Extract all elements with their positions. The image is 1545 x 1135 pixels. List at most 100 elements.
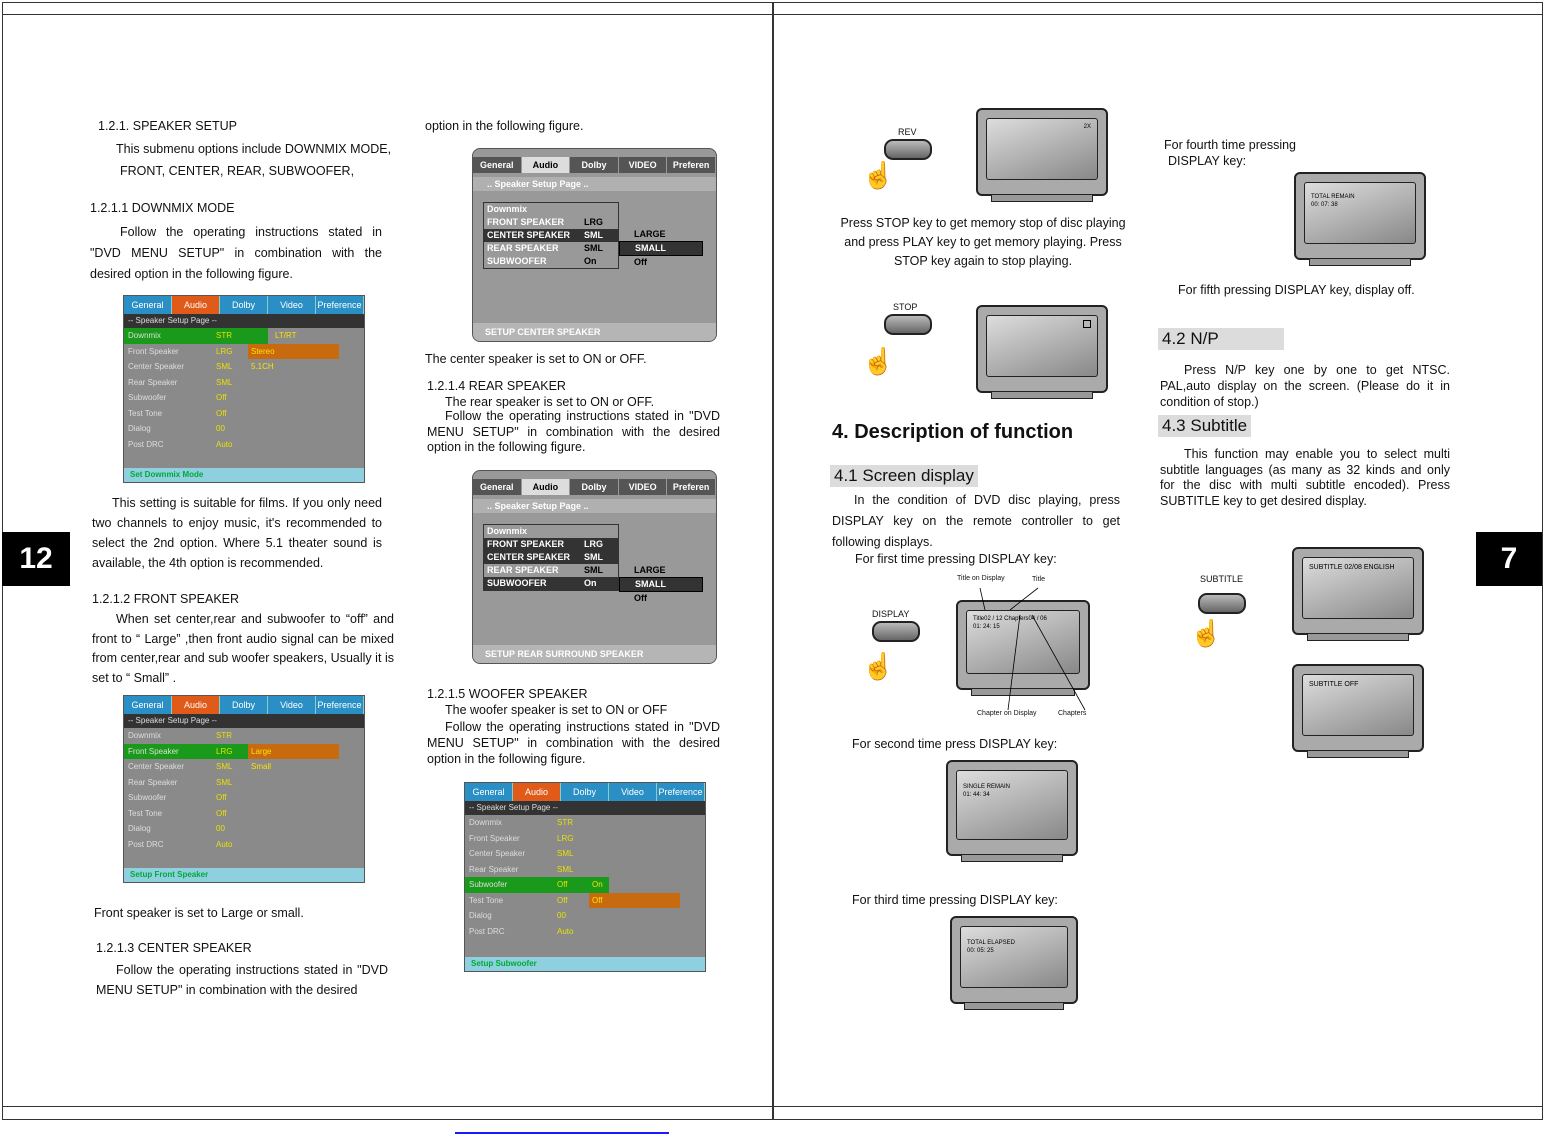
option-off[interactable]: Off xyxy=(634,257,647,267)
option-51ch[interactable]: 5.1CH xyxy=(251,362,274,371)
bottom-link-underline[interactable] xyxy=(455,1132,669,1134)
tab-video[interactable]: Video xyxy=(268,296,316,314)
osd-single-remain-time: 01: 44: 34 xyxy=(963,792,990,798)
display-button[interactable] xyxy=(872,621,920,642)
tab-general[interactable]: General xyxy=(124,296,172,314)
tv-subtitle-off: SUBTITLE OFF xyxy=(1292,664,1424,758)
item-downmix[interactable]: Downmix xyxy=(484,203,618,216)
osd-tabs: General Audio Dolby Video Preference xyxy=(124,696,364,714)
tab-audio[interactable]: Audio xyxy=(521,157,571,173)
row-label: Center Speaker xyxy=(469,849,526,858)
tab-video[interactable]: Video xyxy=(609,783,657,801)
option-on[interactable]: On xyxy=(592,880,603,889)
subtitle-button[interactable] xyxy=(1198,593,1246,614)
tab-dolby[interactable]: Dolby xyxy=(570,479,619,495)
osd-page-title: .. Speaker Setup Page .. xyxy=(473,177,716,191)
osd-title-chapter: Title02 / 12 Chapters04 / 06 xyxy=(973,616,1047,622)
option-large[interactable]: Large xyxy=(248,743,339,759)
tab-general[interactable]: General xyxy=(473,157,522,173)
tab-video[interactable]: Video xyxy=(268,696,316,714)
tab-audio[interactable]: Audio xyxy=(521,479,571,495)
item-downmix[interactable]: Downmix xyxy=(484,525,618,538)
front-speaker-note: Front speaker is set to Large or small. xyxy=(94,906,304,920)
tab-general[interactable]: General xyxy=(473,479,522,495)
item-value: SML xyxy=(584,552,603,562)
tab-audio[interactable]: Audio xyxy=(513,783,561,801)
woofer-speaker-line1: The woofer speaker is set to ON or OFF xyxy=(445,703,668,717)
option-off[interactable]: Off xyxy=(634,593,647,603)
tab-general[interactable]: General xyxy=(124,696,172,714)
callout-line xyxy=(1007,614,1021,711)
tab-video[interactable]: VIDEO xyxy=(619,157,668,173)
row-label: Dialog xyxy=(469,911,492,920)
row-label: Center Speaker xyxy=(128,762,185,771)
tab-audio[interactable]: Audio xyxy=(172,696,220,714)
item-label: SUBWOOFER xyxy=(487,256,547,266)
tab-preferences[interactable]: Preferen xyxy=(667,157,716,173)
option-stereo[interactable]: Stereo xyxy=(248,343,339,359)
tab-preference[interactable]: Preference xyxy=(316,696,364,714)
tab-dolby[interactable]: Dolby xyxy=(570,157,619,173)
stop-button[interactable] xyxy=(884,314,932,335)
tv-stand xyxy=(964,1002,1064,1010)
option-small[interactable]: Small xyxy=(251,762,272,771)
item-subwoofer[interactable]: SUBWOOFER On xyxy=(484,255,618,268)
option-small[interactable]: SMALL xyxy=(619,577,703,592)
speaker-setup-heading: 1.2.1. SPEAKER SETUP xyxy=(98,119,237,133)
downmix-heading: 1.2.1.1 DOWNMIX MODE xyxy=(90,201,235,215)
tab-audio[interactable]: Audio xyxy=(172,296,220,314)
woofer-speaker-heading: 1.2.1.5 WOOFER SPEAKER xyxy=(427,687,588,701)
option-off[interactable]: Off xyxy=(589,892,680,908)
right-page-frame xyxy=(772,2,1543,1120)
tab-dolby[interactable]: Dolby xyxy=(561,783,609,801)
option-large[interactable]: LARGE xyxy=(634,229,666,239)
tab-preference[interactable]: Preference xyxy=(657,783,705,801)
osd-single-remain-label: SINGLE REMAIN xyxy=(963,784,1011,790)
tab-general[interactable]: General xyxy=(465,783,513,801)
item-center-speaker[interactable]: CENTER SPEAKER SML xyxy=(484,551,618,564)
osd-footer: SETUP CENTER SPEAKER xyxy=(473,323,716,341)
item-value: On xyxy=(584,256,597,266)
tab-video[interactable]: VIDEO xyxy=(619,479,668,495)
tab-preference[interactable]: Preference xyxy=(316,296,364,314)
option-ltrt[interactable]: LT/RT xyxy=(275,331,297,340)
tab-dolby[interactable]: Dolby xyxy=(220,696,268,714)
item-label: CENTER SPEAKER xyxy=(487,552,571,562)
option-large[interactable]: LARGE xyxy=(634,565,666,575)
option-small[interactable]: SMALL xyxy=(619,241,703,256)
tab-preferences[interactable]: Preferen xyxy=(667,479,716,495)
tab-dolby[interactable]: Dolby xyxy=(220,296,268,314)
rev-button[interactable] xyxy=(884,139,932,160)
section-4-heading: 4. Description of function xyxy=(832,421,1074,443)
